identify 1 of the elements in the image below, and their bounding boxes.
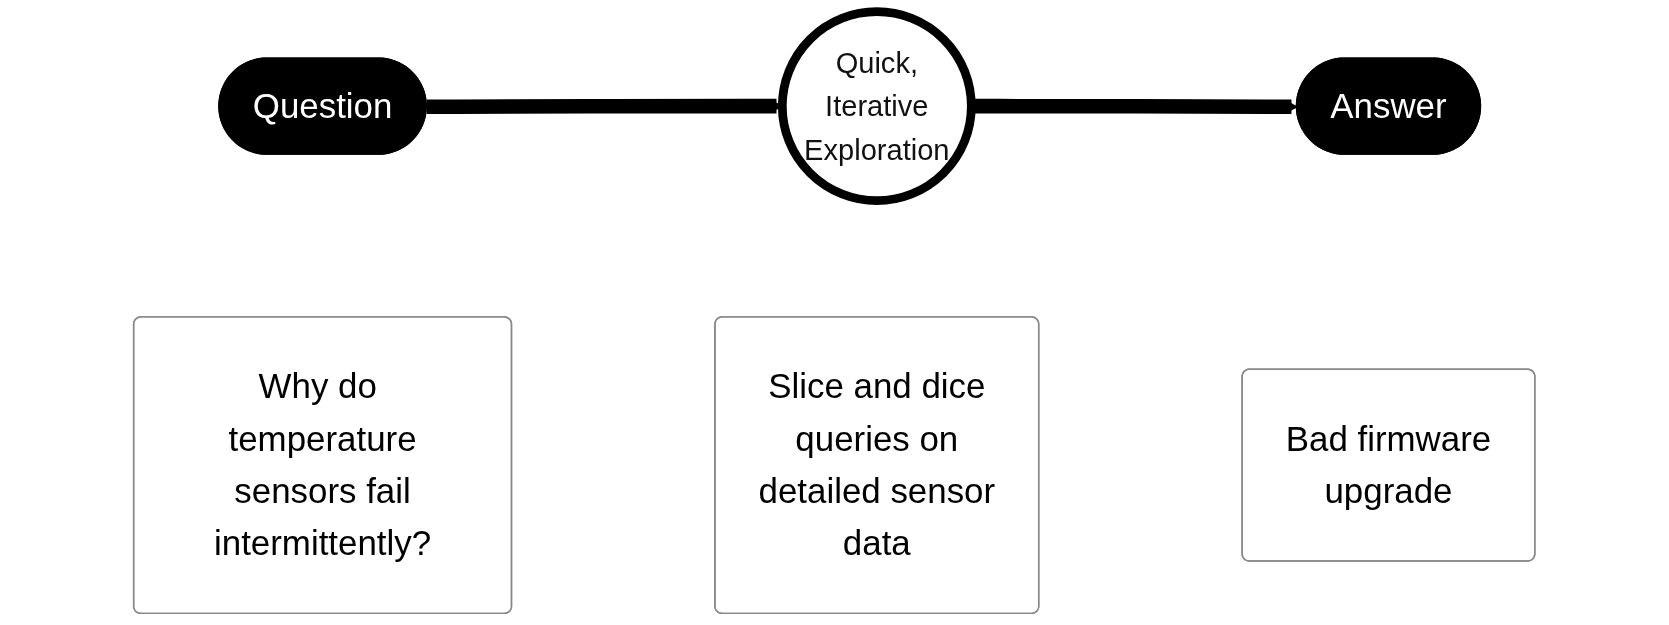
node-circle: Quick, Iterative Exploration (778, 7, 976, 205)
